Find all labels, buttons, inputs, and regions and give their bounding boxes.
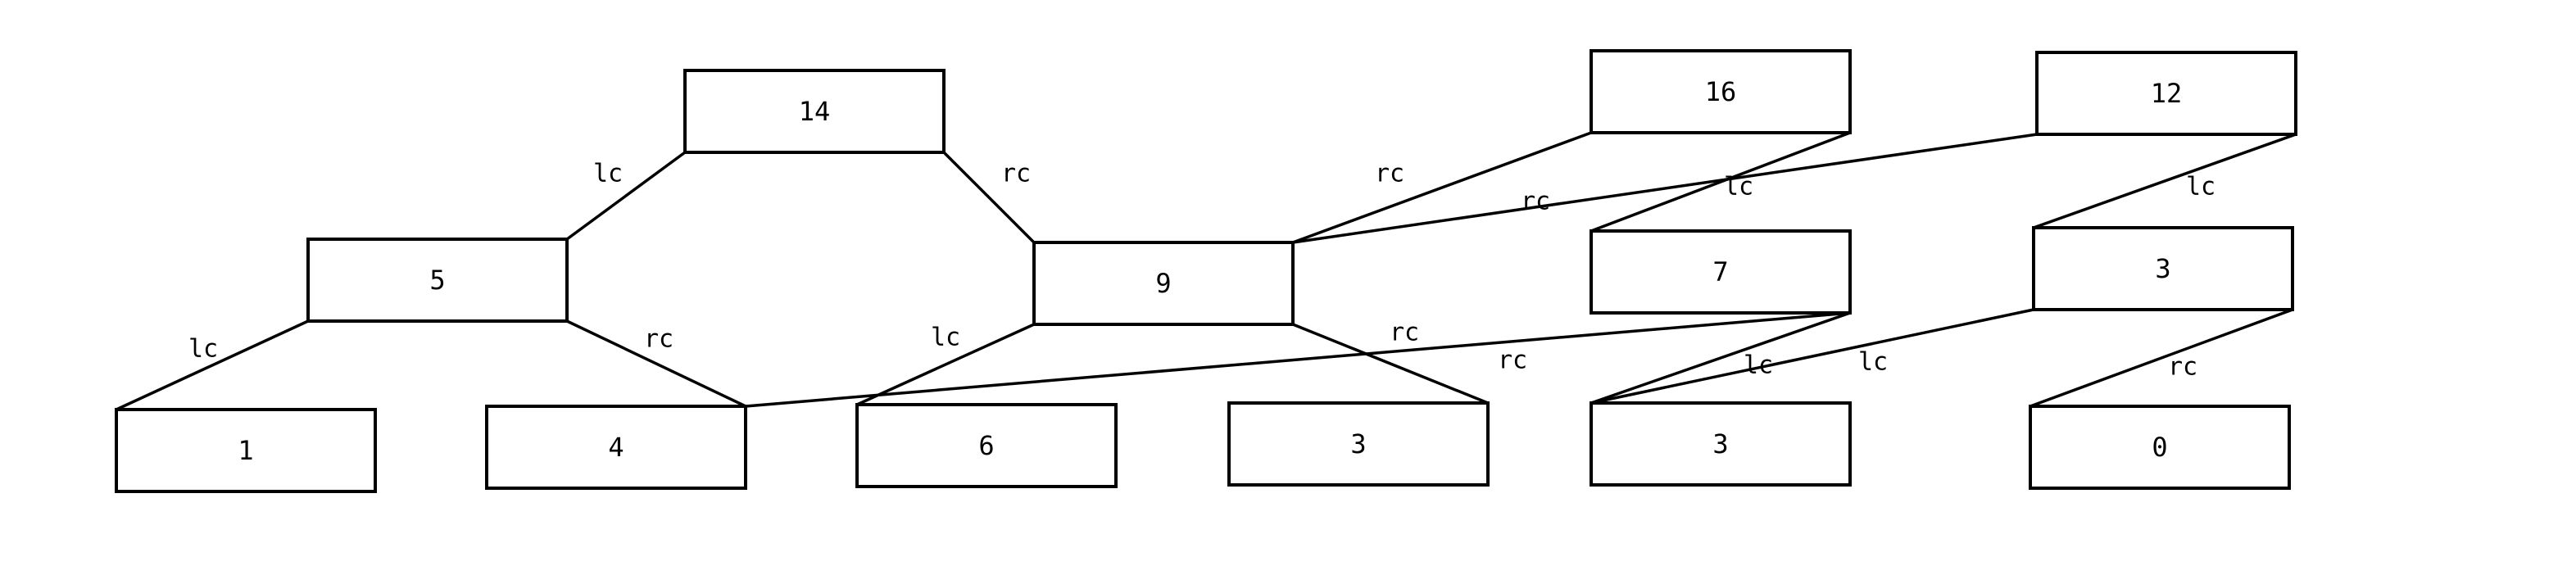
node-value: 12 — [2151, 78, 2183, 109]
node-value: 7 — [1712, 256, 1728, 288]
node-box — [683, 69, 946, 154]
node-box — [1590, 229, 1852, 315]
edge-label: rc — [1498, 346, 1527, 375]
node-value: 6 — [978, 430, 994, 461]
edge-n3c-n0: rc — [2030, 308, 2293, 408]
edge-n14-n5: lc — [565, 151, 687, 241]
edge-line — [2030, 308, 2293, 408]
edge-line — [1590, 308, 2034, 405]
tree-node-n16: 16 — [1590, 49, 1852, 134]
edge-label: lc — [188, 335, 218, 364]
node-box — [1032, 241, 1295, 326]
tree-node-n9: 9 — [1032, 241, 1295, 326]
edge-line — [566, 319, 746, 408]
node-box — [855, 403, 1118, 488]
edge-label: rc — [1390, 319, 1419, 347]
tree-node-n3a: 3 — [1227, 401, 1490, 487]
edge-label: rc — [2168, 353, 2197, 382]
edge-n7-n4: rc — [745, 311, 1851, 408]
edge-label: rc — [1521, 188, 1550, 216]
node-box — [485, 405, 747, 490]
node-box — [2029, 405, 2291, 490]
edge-n12-n3c: lc — [2033, 133, 2297, 229]
edge-line — [1292, 133, 2038, 244]
node-value: 3 — [1712, 428, 1728, 460]
edge-n16-n9: rc — [1292, 131, 1592, 244]
tree-node-n7: 7 — [1590, 229, 1852, 315]
edge-line — [856, 323, 1035, 406]
node-box — [1590, 401, 1852, 487]
node-box — [2032, 226, 2294, 311]
node-box — [1590, 49, 1852, 134]
tree-node-n3c: 3 — [2032, 226, 2294, 311]
edge-n9-n6: lc — [856, 323, 1035, 406]
edge-n16-n7: lc — [1590, 131, 1851, 233]
tree-node-n12: 12 — [2035, 51, 2297, 136]
edge-n5-n1: lc — [116, 319, 309, 411]
edge-n9-n3a: rc — [1292, 319, 1489, 405]
node-value: 1 — [238, 435, 253, 466]
node-value: 9 — [1155, 268, 1171, 299]
edge-label: lc — [931, 324, 960, 352]
node-box — [115, 408, 377, 493]
edge-label: rc — [1001, 160, 1031, 188]
node-value: 3 — [2155, 253, 2170, 284]
edge-label: lc — [2186, 173, 2215, 201]
node-box — [1227, 401, 1490, 487]
node-box — [306, 238, 569, 323]
edge-label: rc — [1375, 160, 1404, 188]
edge-label: lc — [593, 160, 623, 188]
edge-line — [1590, 131, 1851, 233]
node-value: 5 — [429, 265, 445, 296]
tree-node-n5: 5 — [306, 238, 569, 323]
tree-node-n0: 0 — [2029, 405, 2291, 490]
edge-label: rc — [644, 325, 673, 354]
edge-line — [2033, 133, 2297, 229]
node-value: 0 — [2152, 432, 2167, 463]
node-box — [2035, 51, 2297, 136]
edge-n14-n9: rc — [942, 151, 1036, 244]
edge-line — [116, 319, 309, 411]
edge-line — [942, 151, 1036, 244]
edge-line — [1292, 323, 1489, 405]
tree-node-n14: 14 — [683, 69, 946, 154]
node-value: 14 — [799, 96, 831, 127]
node-value: 4 — [608, 432, 624, 463]
edge-line — [1292, 131, 1592, 244]
edge-line — [1590, 311, 1851, 405]
tree-node-n4: 4 — [485, 405, 747, 490]
node-value: 3 — [1350, 428, 1366, 460]
edge-line — [745, 311, 1851, 408]
edge-n12-n9: rc — [1292, 133, 2038, 244]
tree-node-n6: 6 — [855, 403, 1118, 488]
edge-n5-n4: rc — [566, 319, 746, 408]
edge-n3c-n3b: lc — [1590, 308, 2034, 405]
tree-node-n1: 1 — [115, 408, 377, 493]
tree-node-n3b: 3 — [1590, 401, 1852, 487]
edge-line — [565, 151, 687, 241]
node-value: 16 — [1705, 76, 1737, 107]
edge-label: lc — [1858, 348, 1888, 377]
